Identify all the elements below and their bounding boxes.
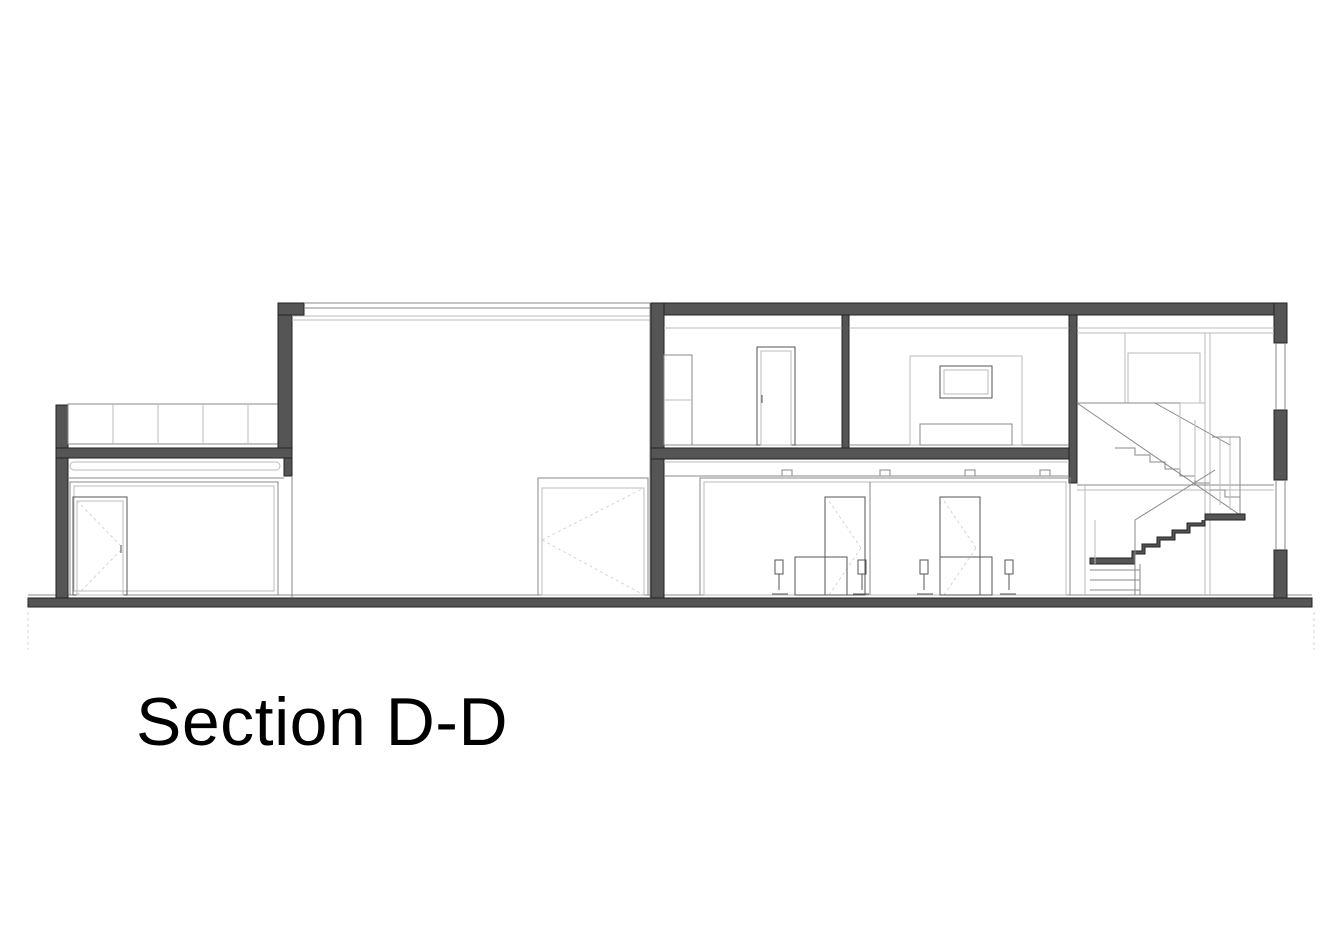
desk-set-1	[772, 556, 869, 596]
tall-central-volume	[277, 302, 650, 598]
ground-slab	[27, 594, 1315, 650]
drawing-title: Section D-D	[136, 684, 509, 760]
left-low-block	[55, 403, 293, 599]
garage-door	[537, 477, 649, 596]
stair-zone	[1076, 332, 1274, 595]
upper-room-bedroom	[909, 355, 1023, 446]
ground-floor-rooms	[699, 469, 1071, 596]
right-two-storey-block	[650, 302, 1288, 599]
left-door	[72, 496, 128, 596]
desk-set-2	[917, 556, 1016, 596]
upper-room-left	[663, 346, 796, 446]
